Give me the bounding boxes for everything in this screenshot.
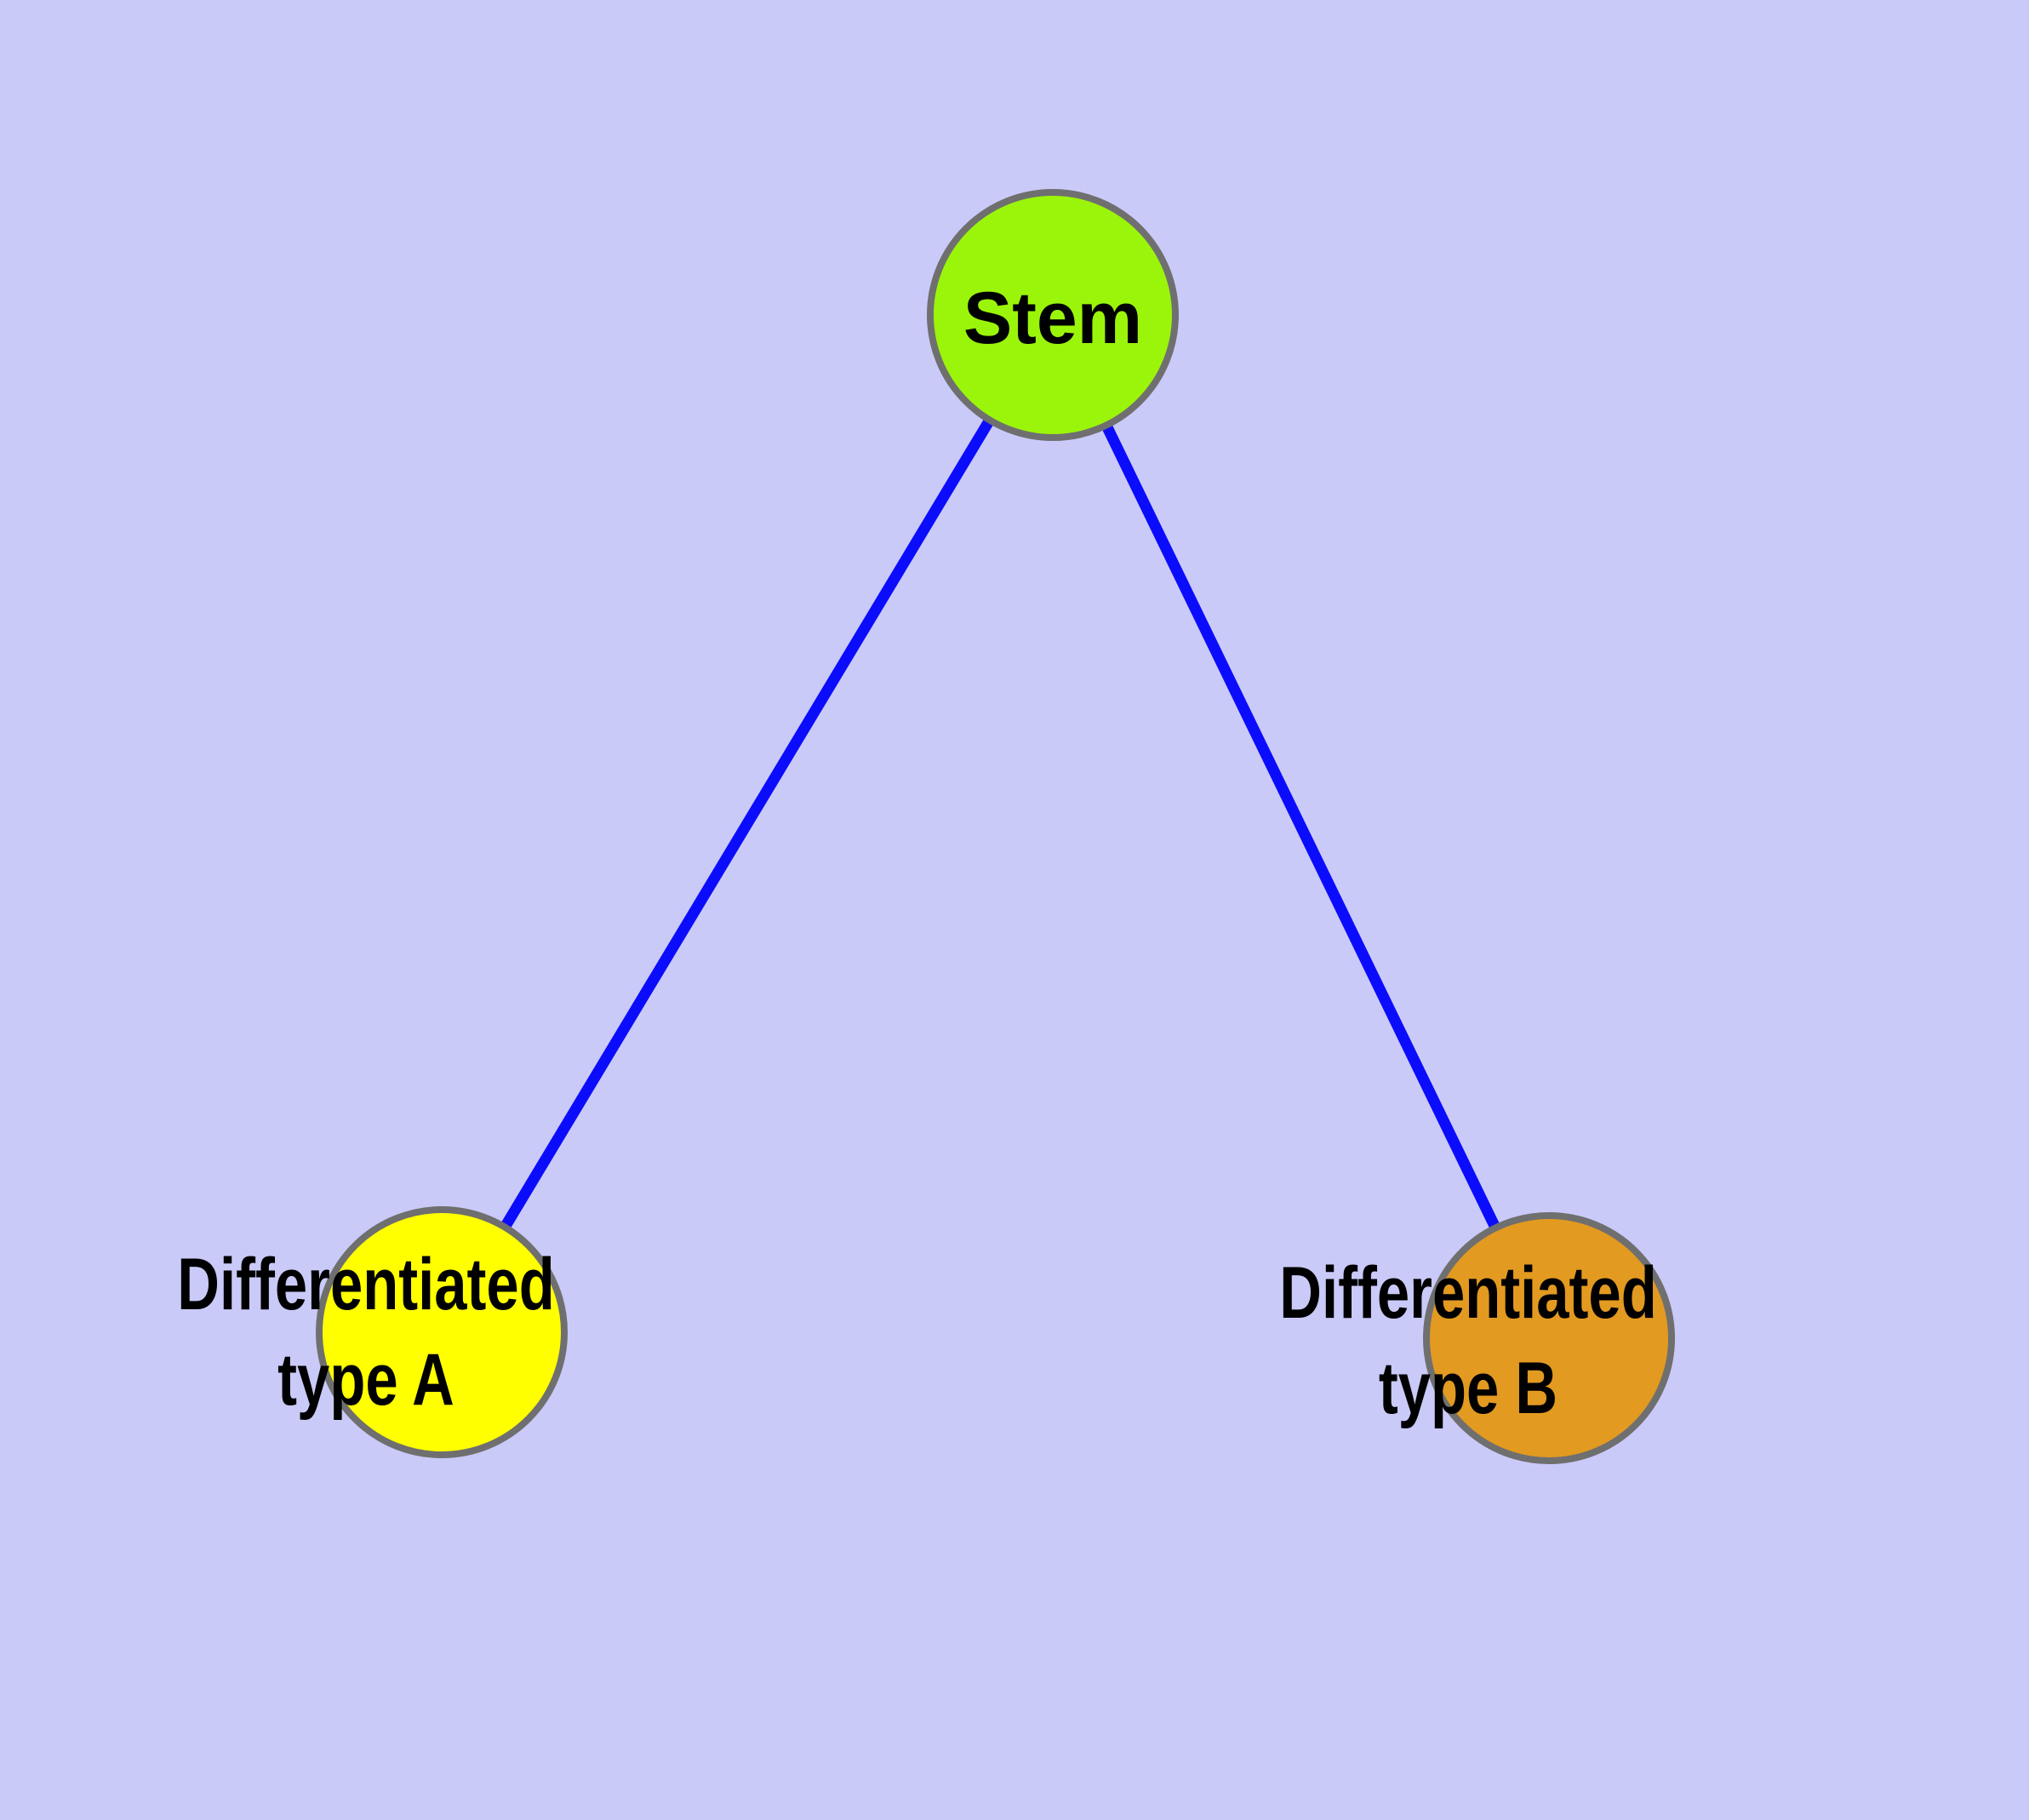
node-label-stem: Stem bbox=[963, 271, 1142, 366]
node-differentiated-type-b bbox=[1423, 1212, 1675, 1464]
label-line: Differentiated bbox=[1279, 1252, 1657, 1334]
edge-stem-to-type-a bbox=[437, 312, 1058, 1336]
node-label-differentiated-type-a: Differentiated type A bbox=[177, 1237, 554, 1428]
label-line: Differentiated bbox=[177, 1244, 555, 1325]
node-differentiated-type-a bbox=[316, 1206, 568, 1458]
node-stem bbox=[927, 189, 1179, 441]
label-line: Stem bbox=[963, 278, 1143, 359]
label-line: type B bbox=[1378, 1348, 1558, 1429]
label-line: type A bbox=[277, 1339, 454, 1421]
node-label-differentiated-type-b: Differentiated type B bbox=[1279, 1245, 1656, 1436]
edge-stem-to-type-b bbox=[1048, 312, 1554, 1341]
